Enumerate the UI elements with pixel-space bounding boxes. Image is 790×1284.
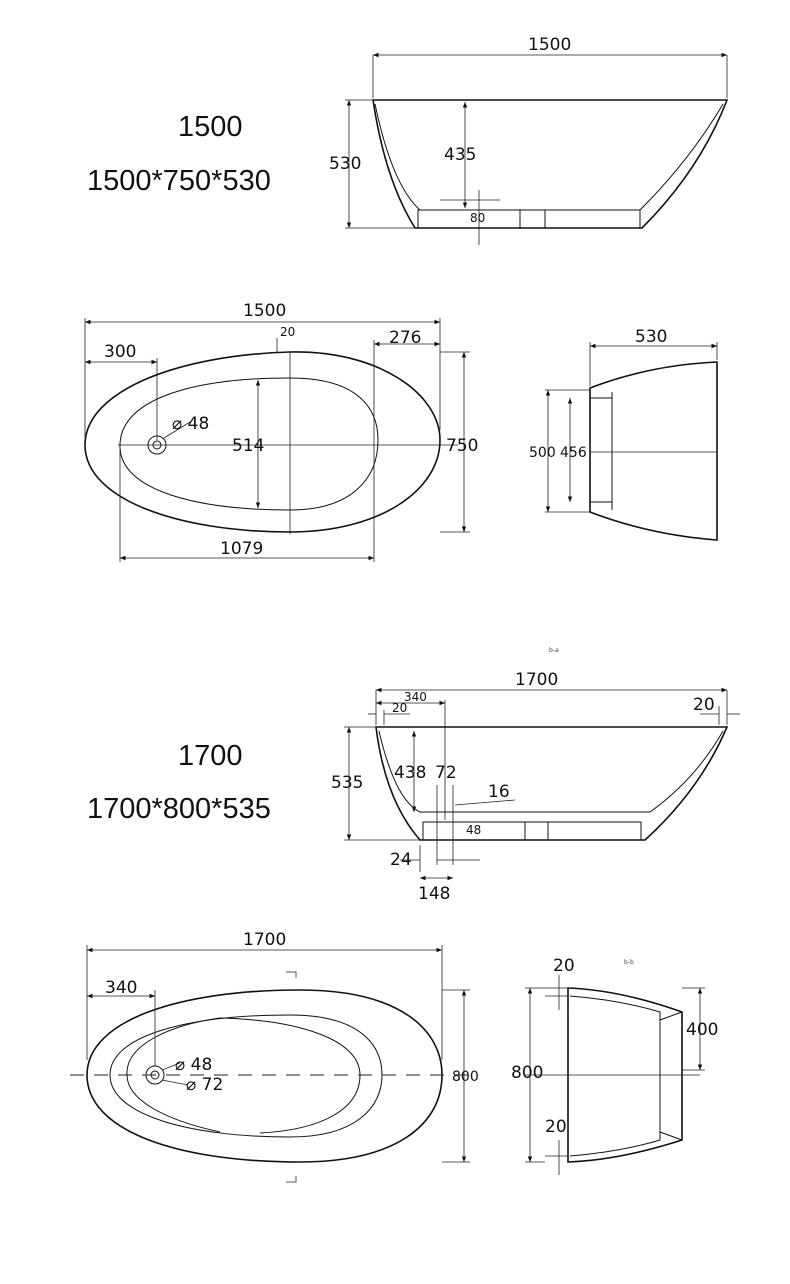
model-1500-titles: 1500 1500*750*530 [87,111,271,197]
model-1500-end-view: 530 500 456 [529,327,718,541]
model-1500-top-view: 1500 300 20 276 ⌀ 48 514 750 1079 [84,301,478,562]
top-inner-length-1500: 1079 [220,539,263,559]
model-1500-dimensions-label: 1500*750*530 [87,165,271,197]
top-rim-right-1500: 276 [389,328,421,348]
side-drain-offset-1700: 340 [404,690,427,704]
model-1500-side-view: 1500 530 435 80 [329,35,729,245]
top-drain-diameter-1500: ⌀ 48 [172,414,209,434]
side-base-offset-1700: 148 [418,884,450,904]
top-overflow-diameter-1700: ⌀ 72 [186,1075,223,1095]
model-1700-end-view: 20 800 400 20 b-b [511,956,718,1175]
model-1700-size-label: 1700 [178,740,243,772]
top-inner-width-1500: 514 [232,436,264,456]
svg-text:b-a: b-a [549,647,559,654]
model-1700-dimensions-label: 1700*800*535 [87,793,271,825]
top-width-1500: 750 [446,436,478,456]
side-length-1500: 1500 [528,35,571,55]
side-height-1500: 530 [329,154,361,174]
top-width-1700: 800 [452,1069,479,1085]
side-rim-right-1700: 20 [693,695,715,715]
side-depth-1500: 435 [444,145,476,165]
top-length-1700: 1700 [243,930,286,950]
top-inner-offset-1500: 20 [280,325,295,339]
top-length-1500: 1500 [243,301,286,321]
model-1700-top-view: 1700 340 ⌀ 48 ⌀ 72 800 [70,930,479,1183]
top-drain-offset-1700: 340 [105,978,137,998]
side-flange-1700: 24 [390,850,412,870]
end-inner-height-1700: 400 [686,1020,718,1040]
side-depth-1700: 438 [394,763,426,783]
side-length-1700: 1700 [515,670,558,690]
side-drain-pipe-1700: 16 [488,782,510,802]
end-height-1500: 530 [635,327,667,347]
end-inner-width-1500: 456 [560,445,587,461]
side-drain-outer-1700: 72 [435,763,457,783]
top-drain-offset-1500: 300 [104,342,136,362]
end-bottom-rim-1700: 20 [545,1117,567,1137]
end-width-1500: 500 [529,445,556,461]
side-height-1700: 535 [331,773,363,793]
end-top-rim-1700: 20 [553,956,575,976]
model-1700-titles: 1700 1700*800*535 [87,740,271,825]
top-drain-diameter-1700: ⌀ 48 [175,1055,212,1075]
side-rim-left-1700: 20 [392,701,407,715]
side-base-1500: 80 [470,211,485,225]
model-1700-side-view: 1700 340 20 20 535 438 72 16 48 24 [331,670,740,904]
svg-text:b-b: b-b [624,959,634,966]
end-width-1700: 800 [511,1063,543,1083]
model-1500-size-label: 1500 [178,111,243,143]
side-drain-inner-1700: 48 [466,823,481,837]
